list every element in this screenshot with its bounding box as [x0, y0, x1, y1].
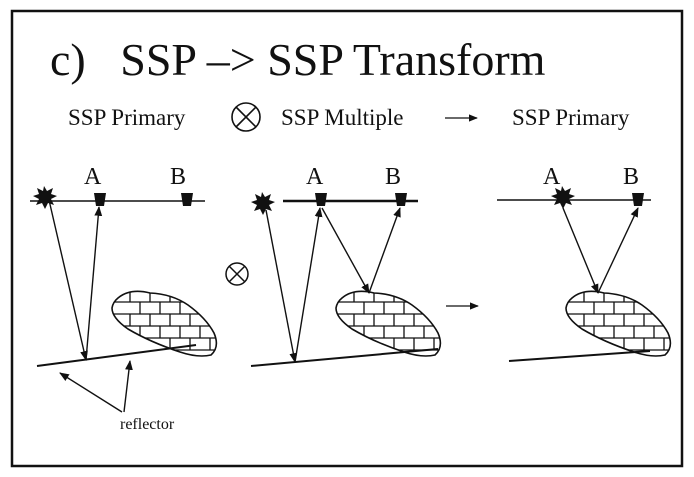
station-a-label: A: [84, 164, 102, 190]
ray-path: [597, 207, 639, 294]
panel-primary-output: A B: [497, 164, 672, 362]
reflector-pointer: [59, 372, 123, 413]
station-a-label: A: [306, 164, 324, 190]
outer-frame: [10, 9, 684, 468]
station-b-label: B: [170, 164, 186, 190]
brick-salt-body-icon: [565, 290, 672, 357]
ray-path: [321, 207, 370, 294]
legend-input-label: SSP Primary: [68, 105, 186, 130]
source-burst-icon: [551, 186, 575, 209]
receiver-icon: [181, 193, 193, 206]
otimes-icon: [231, 102, 261, 132]
reflector-label: reflector: [120, 416, 175, 433]
figure-title: c) SSP –> SSP Transform: [50, 34, 546, 85]
station-b-label: B: [385, 164, 401, 190]
legend-output-label: SSP Primary: [512, 105, 630, 130]
receiver-icon: [315, 193, 327, 206]
brick-salt-body-icon: [335, 290, 442, 357]
receiver-icon: [94, 193, 106, 206]
reflector-line: [508, 350, 651, 362]
station-a-label: A: [543, 164, 561, 190]
brick-salt-body-icon: [111, 290, 218, 357]
source-burst-icon: [251, 192, 275, 215]
receiver-icon: [395, 193, 407, 206]
reflector-line: [250, 348, 439, 367]
ray-path: [562, 207, 599, 294]
panel-primary-input: A B reflector: [30, 164, 218, 433]
panel-multiple: A B: [250, 164, 442, 367]
ray-path: [294, 207, 323, 363]
station-b-label: B: [623, 164, 639, 190]
receiver-icon: [632, 193, 644, 206]
ray-path: [85, 206, 103, 361]
ray-path: [48, 199, 88, 361]
otimes-icon: [225, 262, 249, 286]
source-burst-icon: [33, 186, 57, 209]
reflector-pointer: [123, 360, 133, 413]
ray-path: [265, 209, 298, 363]
ray-path: [368, 207, 401, 294]
legend-multiple-label: SSP Multiple: [281, 105, 404, 130]
reflector-line: [36, 344, 197, 367]
